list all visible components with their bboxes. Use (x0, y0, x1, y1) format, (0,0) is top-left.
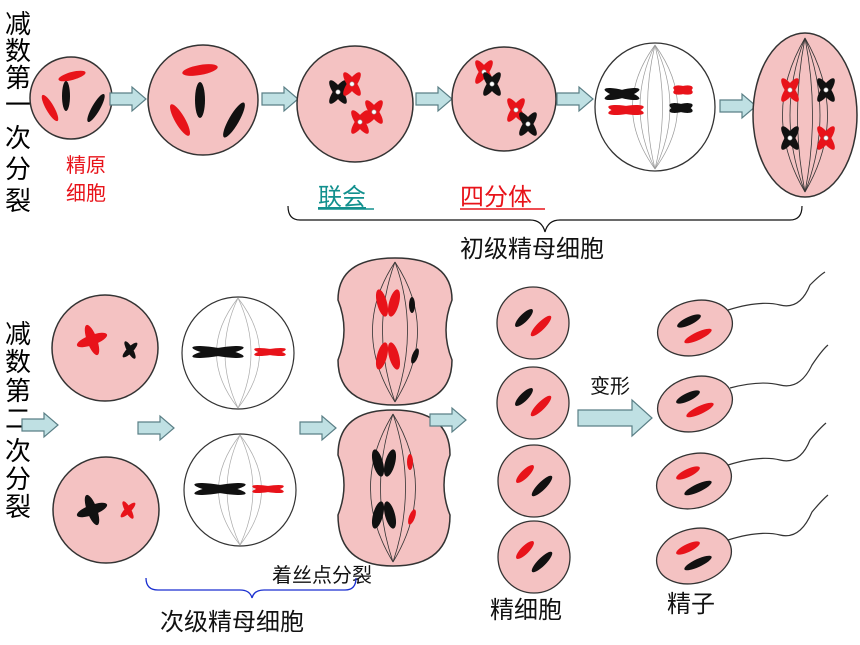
side-char: 次 (5, 124, 31, 154)
sperm-label: 精子 (667, 590, 715, 618)
secondary-cell-bottom (52, 456, 160, 564)
anaphase-ii-cell-top (337, 257, 453, 406)
sperm-1 (656, 271, 826, 357)
primary-spermatocyte-label: 初级精母细胞 (460, 235, 604, 263)
centromere-split-label: 着丝点分裂 (272, 563, 372, 587)
side-char: 分 (5, 465, 31, 495)
side-char: 减 (5, 10, 31, 40)
spermatogonium-label: 细胞 (66, 181, 106, 205)
anaphase-ii-cell-bottom (337, 409, 451, 567)
spermatid-label: 精细胞 (490, 596, 562, 624)
spermatid-2 (496, 366, 570, 440)
row1-side-label: 减 数 第 一 次 分 裂 (5, 10, 31, 217)
side-char: 第 (5, 377, 31, 407)
tetrad-cell (451, 46, 557, 152)
metaphase-i-cell (594, 42, 716, 172)
spermatogonium-cell (29, 56, 113, 140)
metaphase-ii-cell-bottom (183, 433, 297, 547)
secondary-spermatocyte-label: 次级精母细胞 (160, 608, 304, 636)
sperm-2 (656, 344, 829, 433)
side-char: 裂 (5, 187, 31, 217)
side-char: 数 (5, 348, 31, 378)
flow-arrow (109, 86, 147, 112)
primary-brace (287, 205, 803, 233)
row2-side-label: 减 数 第 二 次 分 裂 (5, 320, 31, 523)
secondary-cell-top (51, 294, 159, 402)
side-char: 次 (5, 437, 31, 467)
anaphase-i-cell (752, 32, 858, 198)
flow-arrow (299, 415, 337, 441)
side-char: 减 (5, 320, 31, 350)
secondary-brace (145, 577, 357, 599)
sperm-4 (655, 494, 829, 585)
flow-arrow (137, 415, 175, 441)
spermatid-4 (497, 520, 571, 594)
tetrad-label: 四分体 (460, 183, 532, 211)
synapsis-label: 联会 (318, 183, 366, 211)
flow-arrow (719, 93, 757, 119)
flow-arrow (556, 86, 594, 112)
spermatid-3 (497, 444, 571, 518)
side-char: 裂 (5, 493, 31, 523)
flow-arrow (261, 86, 299, 112)
sperm-3 (655, 422, 827, 510)
flow-arrow (415, 86, 453, 112)
transform-arrow (577, 398, 653, 438)
side-char: 分 (5, 155, 31, 185)
side-char: 数 (5, 37, 31, 67)
side-char: 一 (5, 91, 31, 121)
side-char: 第 (5, 64, 31, 94)
interphase-cell (147, 44, 259, 156)
synapsis-cell (296, 45, 414, 163)
spermatogonium-label: 精原 (66, 153, 106, 177)
transform-label: 变形 (590, 374, 630, 398)
spermatid-1 (496, 286, 570, 360)
metaphase-ii-cell-top (181, 296, 295, 410)
